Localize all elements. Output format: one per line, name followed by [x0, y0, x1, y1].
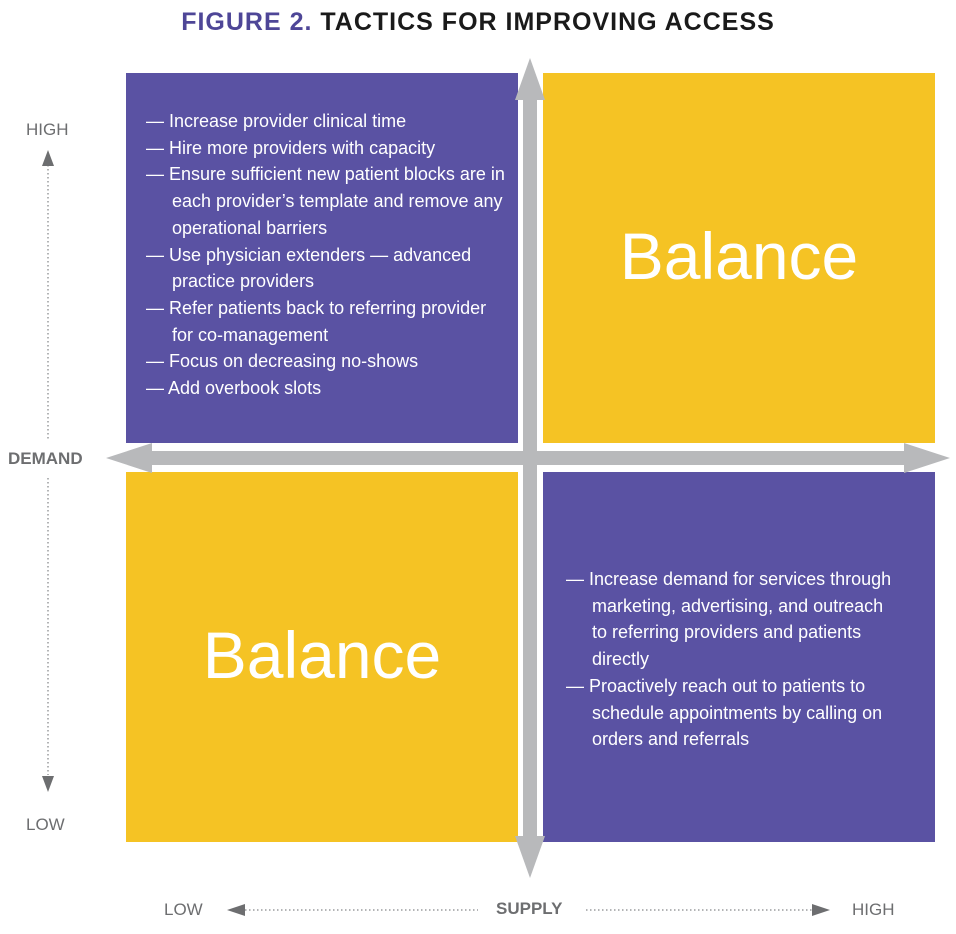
list-item: Ensure sufficient new patient blocks are… — [146, 161, 511, 241]
figure-title: FIGURE 2. TACTICS FOR IMPROVING ACCESS — [0, 8, 956, 37]
list-item: Refer patients back to referring provide… — [146, 295, 511, 348]
demand-low-arrow-icon — [42, 776, 54, 792]
left-arrow-icon — [106, 443, 152, 473]
supply-low-arrow-icon — [227, 904, 245, 916]
quadrant-bottom-left — [126, 472, 518, 842]
demand-high-arrow-icon — [42, 150, 54, 166]
list-item: Hire more providers with capacity — [146, 135, 511, 162]
supply-low-label: LOW — [164, 900, 203, 919]
figure-title-text: TACTICS FOR IMPROVING ACCESS — [320, 8, 775, 36]
demand-low-label: LOW — [26, 815, 65, 834]
list-item: Add overbook slots — [146, 375, 511, 402]
list-item: Focus on decreasing no-shows — [146, 348, 511, 375]
demand-axis-title: DEMAND — [8, 449, 83, 468]
demand-tactics-list: Increase demand for services through mar… — [566, 566, 901, 753]
balance-label-bottom-left: Balance — [202, 618, 442, 692]
supply-tactics-list: Increase provider clinical time Hire mor… — [146, 108, 511, 402]
quadrant-top-right — [543, 73, 935, 443]
supply-high-label: HIGH — [852, 900, 895, 919]
down-arrow-icon — [515, 836, 545, 878]
supply-high-arrow-icon — [812, 904, 830, 916]
up-arrow-icon — [515, 58, 545, 100]
supply-axis-title: SUPPLY — [496, 899, 563, 918]
list-item: Proactively reach out to patients to sch… — [566, 673, 901, 753]
right-arrow-icon — [904, 443, 950, 473]
balance-label-top-right: Balance — [619, 219, 859, 293]
list-item: Increase provider clinical time — [146, 108, 511, 135]
list-item: Use physician extenders — advanced pract… — [146, 242, 511, 295]
list-item: Increase demand for services through mar… — [566, 566, 901, 673]
horizontal-axis-bar — [140, 451, 920, 465]
figure-number: FIGURE 2. — [181, 8, 313, 36]
demand-high-label: HIGH — [26, 120, 69, 139]
